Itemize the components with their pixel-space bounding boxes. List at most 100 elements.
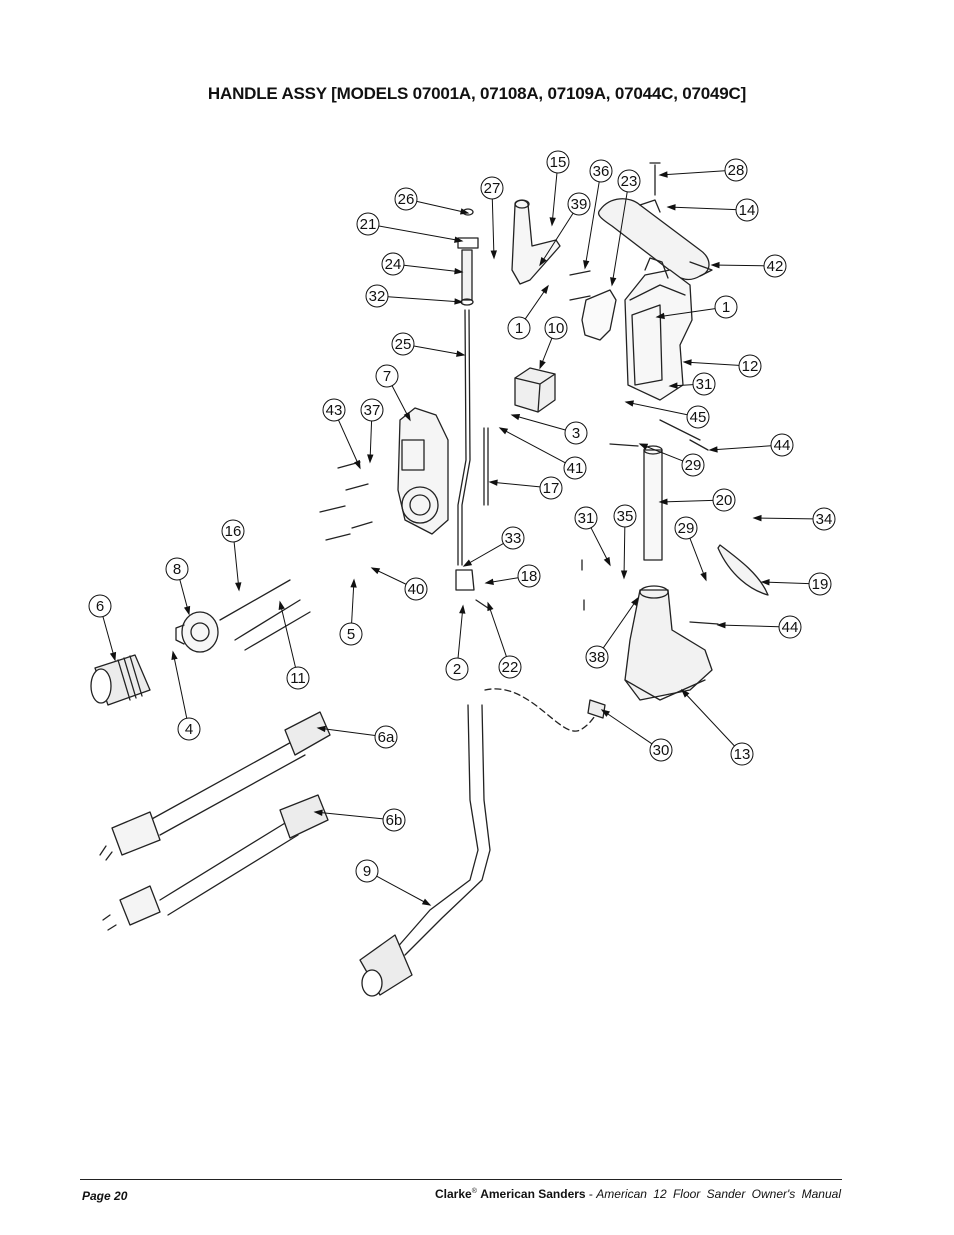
callout-leader-44 xyxy=(717,624,780,628)
callout-label-29: 29 xyxy=(685,457,702,474)
callout-circle-28 xyxy=(724,158,748,182)
callout-leader-44 xyxy=(709,445,772,451)
callout-label-9: 9 xyxy=(363,863,371,880)
callout-leader-17 xyxy=(489,481,541,488)
callout-arrowhead-14 xyxy=(666,204,676,211)
callout-leader-2 xyxy=(457,605,464,659)
callout-circle-5 xyxy=(339,622,363,646)
callout-label-37: 37 xyxy=(364,402,381,419)
callout-circle-38 xyxy=(585,645,609,669)
callout-leader-29 xyxy=(639,443,683,462)
callout-circle-4 xyxy=(177,717,201,741)
callout-leader-24 xyxy=(403,264,463,273)
callout-circle-37 xyxy=(360,398,384,422)
callout-arrowhead-16 xyxy=(235,582,242,592)
callout-circle-24 xyxy=(381,252,405,276)
callout-circle-20 xyxy=(712,488,736,512)
callout-label-41: 41 xyxy=(567,460,584,477)
callout-circle-1 xyxy=(714,295,738,319)
callout-circle-39 xyxy=(567,192,591,216)
callout-label-23: 23 xyxy=(621,173,638,190)
callout-arrowhead-6a xyxy=(316,725,326,733)
callout-leader-15 xyxy=(551,172,558,226)
callout-label-7: 7 xyxy=(383,368,391,385)
callout-leader-1 xyxy=(656,308,716,318)
callout-label-6: 6 xyxy=(96,598,104,615)
callout-circle-36 xyxy=(589,159,613,183)
callout-label-20: 20 xyxy=(716,492,733,509)
callout-label-31: 31 xyxy=(578,510,595,527)
callout-leader-34 xyxy=(753,517,814,520)
page-title: HANDLE ASSY [MODELS 07001A, 07108A, 0710… xyxy=(207,84,747,103)
callout-leader-23 xyxy=(611,191,628,286)
callout-circle-6a xyxy=(374,725,398,749)
callout-circle-31 xyxy=(574,506,598,530)
callout-arrowhead-34 xyxy=(752,514,762,522)
callout-leader-6a xyxy=(317,727,376,737)
callout-label-42: 42 xyxy=(767,258,784,275)
callout-label-32: 32 xyxy=(369,288,386,305)
callout-arrowhead-32 xyxy=(454,298,464,305)
callout-arrowhead-4 xyxy=(171,650,178,660)
callout-arrowhead-9 xyxy=(421,898,432,906)
footer-manual-title: Clarke® American Sanders - American 12 F… xyxy=(435,1187,841,1201)
callout-label-34: 34 xyxy=(816,511,833,528)
callout-arrowhead-5 xyxy=(350,578,357,588)
callout-label-33: 33 xyxy=(505,530,522,547)
callout-arrowhead-15 xyxy=(549,217,556,227)
callout-leader-26 xyxy=(416,200,469,214)
callout-arrowhead-1 xyxy=(541,284,549,294)
callout-leader-28 xyxy=(659,170,726,176)
callout-leader-36 xyxy=(584,181,600,269)
callout-leader-33 xyxy=(463,543,504,567)
callout-circle-29 xyxy=(681,453,705,477)
callout-arrowhead-36 xyxy=(583,260,590,270)
callout-arrowhead-27 xyxy=(490,250,497,260)
callout-label-15: 15 xyxy=(550,154,567,171)
callout-leader-3 xyxy=(511,414,566,431)
callout-leader-16 xyxy=(233,541,240,591)
callout-label-6a: 6a xyxy=(378,729,395,746)
callout-circle-21 xyxy=(356,212,380,236)
callout-label-31: 31 xyxy=(696,376,713,393)
callout-circle-42 xyxy=(763,254,787,278)
callout-circle-23 xyxy=(617,169,641,193)
callout-circle-22 xyxy=(498,655,522,679)
callout-arrowhead-3 xyxy=(510,413,521,421)
callout-circle-9 xyxy=(355,859,379,883)
callout-arrowhead-13 xyxy=(680,688,690,698)
callout-label-43: 43 xyxy=(326,402,343,419)
callout-arrowhead-40 xyxy=(370,567,381,575)
callout-circle-15 xyxy=(546,150,570,174)
callout-arrowhead-43 xyxy=(354,459,361,470)
callout-arrowhead-2 xyxy=(459,604,466,614)
callout-leader-6 xyxy=(102,616,116,661)
callout-arrowhead-29 xyxy=(638,443,649,450)
callout-arrowhead-8 xyxy=(183,605,191,616)
callout-leader-42 xyxy=(711,264,765,267)
callout-leader-22 xyxy=(487,602,507,657)
callout-leader-12 xyxy=(683,361,740,366)
callout-circle-6b xyxy=(382,808,406,832)
leader-lines xyxy=(102,170,814,906)
callout-arrowhead-18 xyxy=(484,578,494,585)
callout-label-18: 18 xyxy=(521,568,538,585)
callout-leader-39 xyxy=(539,212,574,266)
callout-circle-33 xyxy=(501,526,525,550)
callout-arrowhead-6 xyxy=(109,651,117,662)
callout-label-6b: 6b xyxy=(386,812,403,829)
page-number: Page 20 xyxy=(82,1189,128,1203)
callout-circle-43 xyxy=(322,398,346,422)
callout-circle-11 xyxy=(286,666,310,690)
callout-label-16: 16 xyxy=(225,523,242,540)
callout-arrowhead-1 xyxy=(655,312,665,320)
callout-arrowhead-44 xyxy=(708,446,718,453)
footer-separator: - xyxy=(585,1187,597,1201)
callout-arrowhead-7 xyxy=(403,411,411,422)
callout-label-8: 8 xyxy=(173,561,181,578)
callout-leader-11 xyxy=(279,601,296,668)
callout-arrowhead-30 xyxy=(600,709,611,717)
callout-arrowhead-22 xyxy=(487,601,494,612)
callout-leader-32 xyxy=(387,296,463,303)
callout-leader-21 xyxy=(378,225,463,242)
